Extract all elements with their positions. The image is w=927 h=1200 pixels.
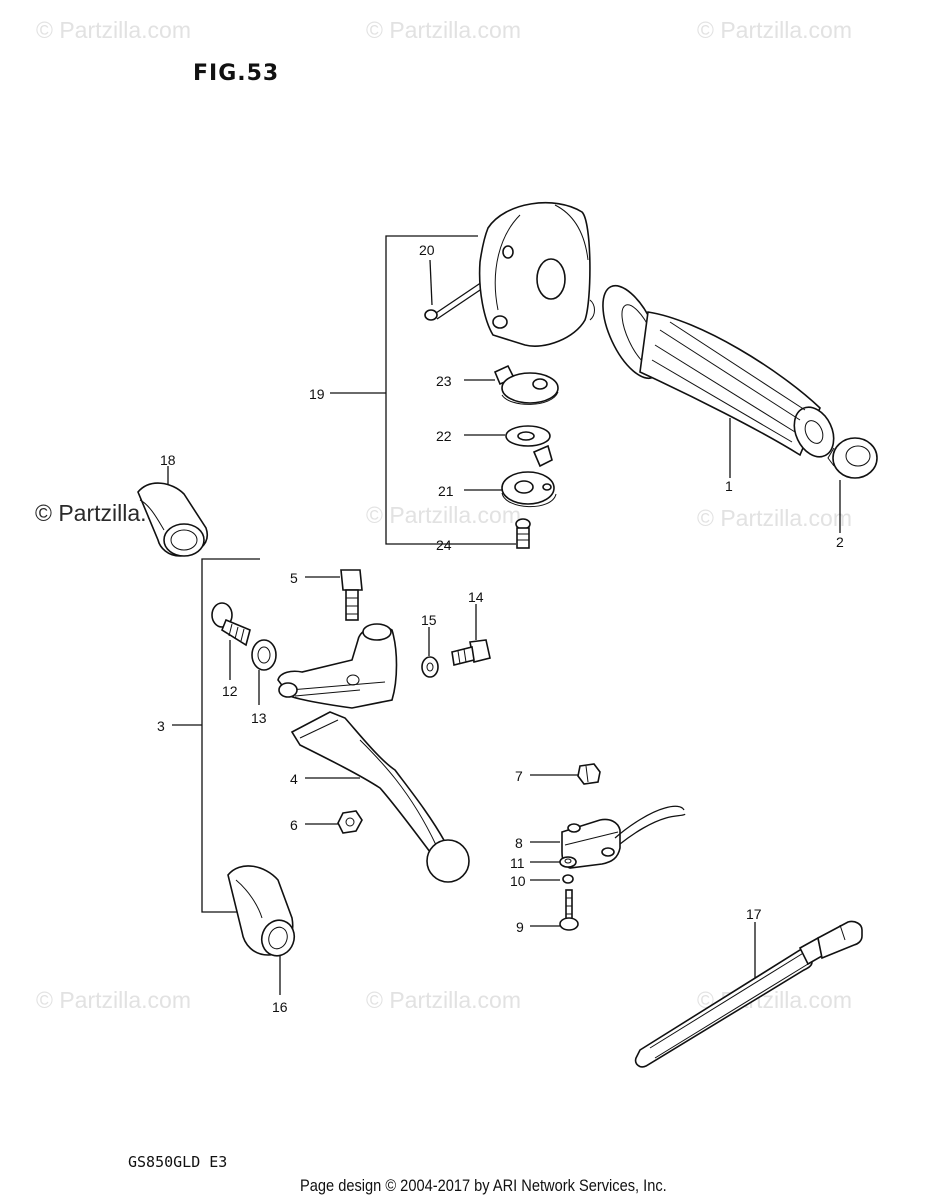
bracket-3-icon [172,558,260,913]
switch-housing-icon [478,201,595,347]
washer-icon [505,425,551,447]
part-number-label[interactable]: 11 [510,855,525,871]
part-number-label[interactable]: 2 [836,534,844,550]
lever-holder-icon [277,623,398,709]
clip-icon [530,763,601,785]
part-number-label[interactable]: 7 [515,768,523,784]
washer-icon [530,856,577,868]
part-number-label[interactable]: 21 [438,483,454,499]
clutch-lever-icon [290,711,470,883]
part-number-label[interactable]: 14 [468,589,484,605]
pivot-bolt-icon [305,569,363,621]
watermark: © Partzilla.com [36,17,191,43]
part-number-label[interactable]: 17 [746,906,762,922]
lock-nut-icon [251,639,277,705]
part-number-label[interactable]: 5 [290,570,298,586]
part-number-label[interactable]: 24 [436,537,452,553]
nut-icon [305,810,363,834]
model-code: GS850GLD E3 [128,1153,228,1171]
part-number-label[interactable]: 8 [515,835,523,851]
choke-lever-icon [501,444,557,508]
screw-icon [515,518,531,549]
grip-end-cap-icon [827,437,878,533]
watermark: © Partzilla.com [366,17,521,43]
adjuster-bolt-icon [211,602,251,680]
switch-icon [530,805,686,869]
part-number-label[interactable]: 19 [309,386,325,402]
boot-icon [137,466,209,557]
part-number-label[interactable]: 4 [290,771,298,787]
watermark: © Partzilla.com [366,987,521,1013]
part-number-label[interactable]: 23 [436,373,452,389]
figure-title: FIG.53 [193,61,280,86]
grip-icon [602,284,835,478]
part-number-label[interactable]: 6 [290,817,298,833]
part-number-label[interactable]: 20 [419,242,435,258]
watermark: © Partzilla.com [697,505,852,531]
part-number-label[interactable]: 1 [725,478,733,494]
part-number-label[interactable]: 12 [222,683,238,699]
screw-icon [530,889,579,931]
footer-copyright: Page design © 2004-2017 by ARI Network S… [300,1176,667,1195]
part-number-label[interactable]: 16 [272,999,288,1015]
band-icon [634,920,863,1068]
part-number-label[interactable]: 18 [160,452,176,468]
washer-icon [530,874,574,884]
plate-icon [493,364,559,405]
part-number-label[interactable]: 15 [421,612,437,628]
watermark: © Partzilla.com [366,502,521,528]
part-number-label[interactable]: 13 [251,710,267,726]
part-number-label[interactable]: 3 [157,718,165,734]
bracket-19-icon [330,235,516,545]
watermark: © Partzilla.com [36,987,191,1013]
screw-icon [424,259,487,321]
boot-icon [227,865,296,995]
watermark: © Partzilla.com [697,17,852,43]
washer-icon [421,627,439,678]
part-number-label[interactable]: 10 [510,873,526,889]
part-number-label[interactable]: 9 [516,919,524,935]
part-number-label[interactable]: 22 [436,428,452,444]
bolt-icon [451,604,491,666]
